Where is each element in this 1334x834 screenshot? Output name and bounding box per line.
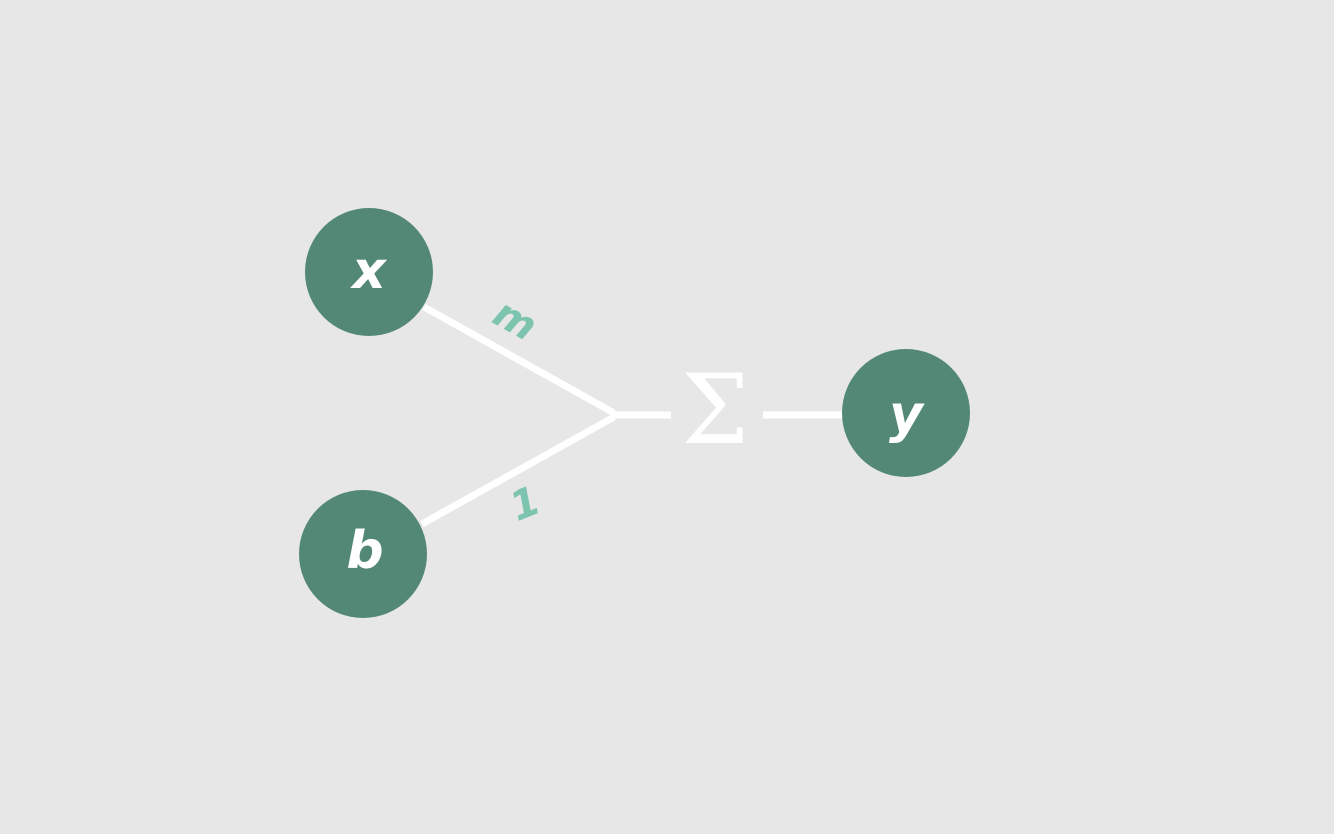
node-b: b [299,490,427,618]
node-b-circle [299,490,427,618]
edges [420,303,844,528]
edge-x-to-sum [422,303,616,417]
node-x-label: x [349,241,387,301]
node-b-label: b [346,521,383,581]
node-y: y [842,349,970,477]
summation-symbol: Σ [681,354,749,466]
edge-b-to-sum [420,413,616,528]
weight-label-m: m [486,290,545,350]
node-x: x [305,208,433,336]
node-x-circle [305,208,433,336]
node-y-label: y [889,385,925,445]
node-y-circle [842,349,970,477]
weight-label-1: 1 [504,478,547,531]
